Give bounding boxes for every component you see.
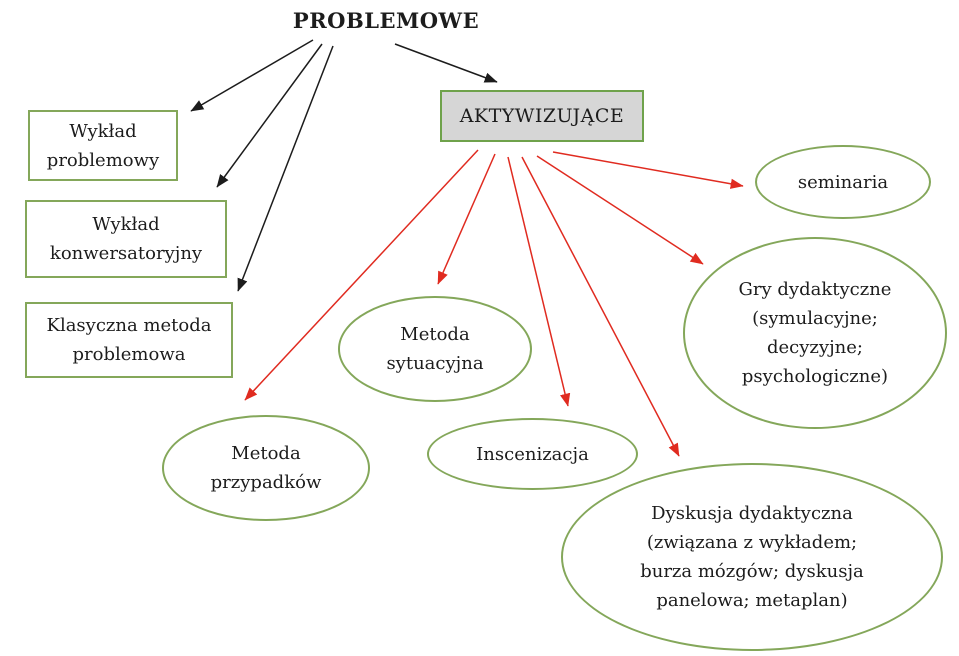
- node-aktywizujace-label: AKTYWIZUJĄCE: [459, 104, 625, 127]
- node-metoda-przypadkow: Metoda przypadków: [162, 415, 370, 521]
- node-klasyczna-metoda-problemowa-label: Klasyczna metoda problemowa: [46, 315, 212, 365]
- arrow-aktywizujace-to-metoda-sytuacyjna: [437, 153, 496, 285]
- node-wyklad-konwersatoryjny: Wykład konwersatoryjny: [25, 200, 227, 278]
- arrow-problemowe-to-wyklad-problemowy: [190, 39, 314, 112]
- arrow-problemowe-to-klasyczna-metoda: [237, 45, 334, 292]
- node-wyklad-problemowy: Wykład problemowy: [28, 110, 178, 181]
- arrow-aktywizujace-to-inscenizacja: [507, 156, 571, 407]
- node-inscenizacja-label: Inscenizacja: [476, 443, 589, 465]
- arrow-problemowe-to-wyklad-konwersatoryjny: [216, 43, 323, 188]
- node-gry-dydaktyczne-label: Gry dydaktyczne (symulacyjne; decyzyjne;…: [738, 279, 892, 387]
- node-aktywizujace: AKTYWIZUJĄCE: [440, 90, 644, 142]
- arrow-problemowe-to-aktywizujace: [394, 43, 498, 83]
- node-dyskusja-dydaktyczna: Dyskusja dydaktyczna (związana z wykłade…: [561, 463, 943, 651]
- node-inscenizacja: Inscenizacja: [427, 418, 638, 490]
- node-wyklad-konwersatoryjny-label: Wykład konwersatoryjny: [49, 214, 203, 264]
- node-wyklad-problemowy-label: Wykład problemowy: [46, 120, 160, 171]
- arrow-aktywizujace-to-dyskusja: [521, 156, 680, 457]
- node-problemowe-label: PROBLEMOWE: [292, 8, 480, 33]
- arrow-aktywizujace-to-metoda-przypadkow: [244, 149, 479, 401]
- node-dyskusja-dydaktyczna-label: Dyskusja dydaktyczna (związana z wykłade…: [640, 503, 864, 611]
- node-metoda-przypadkow-label: Metoda przypadków: [210, 443, 322, 493]
- node-metoda-sytuacyjna-label: Metoda sytuacyjna: [386, 324, 484, 374]
- arrow-aktywizujace-to-gry: [536, 155, 704, 265]
- node-klasyczna-metoda-problemowa: Klasyczna metoda problemowa: [25, 302, 233, 378]
- node-seminaria-label: seminaria: [797, 171, 889, 193]
- node-metoda-sytuacyjna: Metoda sytuacyjna: [338, 296, 532, 402]
- node-gry-dydaktyczne: Gry dydaktyczne (symulacyjne; decyzyjne;…: [683, 237, 947, 429]
- arrow-aktywizujace-to-seminaria: [552, 151, 744, 189]
- node-problemowe: PROBLEMOWE: [286, 8, 486, 33]
- node-seminaria: seminaria: [755, 145, 931, 219]
